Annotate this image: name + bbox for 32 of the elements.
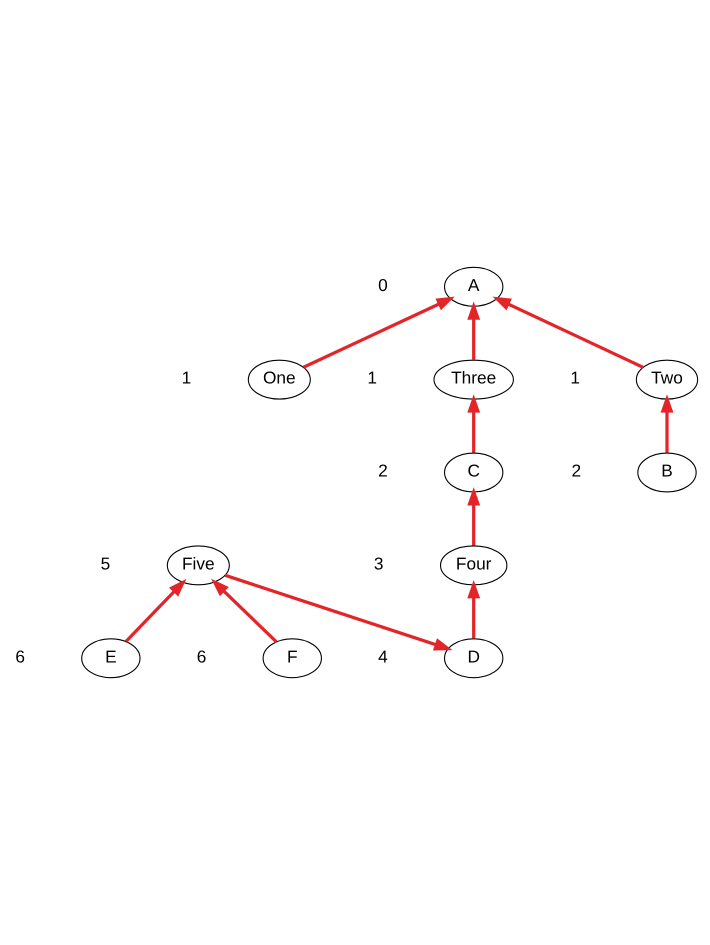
node-label: 4 <box>378 646 388 666</box>
arrow <box>302 296 455 369</box>
node-ellipse: One <box>248 360 311 400</box>
node-ellipse: Four <box>440 545 508 586</box>
node-ellipse: Two <box>636 360 698 400</box>
node-ellipse: E <box>81 638 141 678</box>
node-label: 0 <box>378 274 388 295</box>
arrow <box>467 394 480 453</box>
node-label: 5 <box>100 553 110 574</box>
arrow <box>211 578 278 643</box>
arrow <box>124 578 186 642</box>
node-label: 6 <box>196 646 206 666</box>
node-label: 2 <box>571 460 582 481</box>
node-label: 1 <box>570 368 580 388</box>
node-ellipse: F <box>262 638 322 678</box>
node-ellipse: Five <box>166 545 230 586</box>
arrow <box>492 296 644 369</box>
node-label: 1 <box>182 368 192 388</box>
node-ellipse: B <box>637 452 697 492</box>
node-ellipse: A <box>444 266 504 307</box>
node-ellipse: Three <box>433 360 514 400</box>
arrow <box>224 574 452 651</box>
arrow <box>467 301 480 360</box>
arrow <box>467 580 480 638</box>
node-label: 6 <box>15 646 25 666</box>
node-label: 2 <box>378 460 388 481</box>
arrow <box>660 394 674 453</box>
node-label: 1 <box>367 368 377 388</box>
node-label: 3 <box>374 553 384 574</box>
node-ellipse: D <box>444 638 504 678</box>
arrow <box>467 487 480 546</box>
node-ellipse: C <box>444 452 504 492</box>
